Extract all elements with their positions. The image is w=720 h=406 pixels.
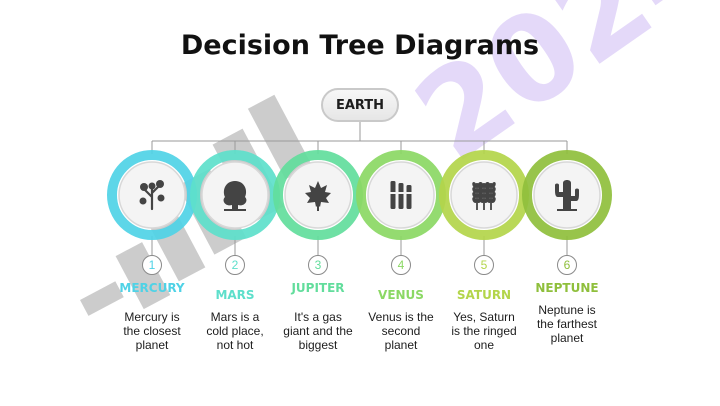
node-label-5: SATURN	[456, 288, 512, 302]
node-description-6: Neptune is the farthest planet	[536, 303, 598, 345]
page-title: Decision Tree Diagrams	[180, 30, 540, 61]
node-number-1: 1	[142, 255, 162, 275]
node-description-3: It's a gas giant and the biggest	[283, 310, 353, 352]
node-label-1: MERCURY	[119, 281, 185, 295]
node-label-6: NEPTUNE	[535, 281, 599, 295]
node-ring-4[interactable]	[356, 150, 446, 240]
tree-icon	[223, 181, 247, 211]
bamboo-icon	[389, 181, 413, 209]
node-ring-5[interactable]	[439, 150, 529, 240]
node-ring-3[interactable]	[273, 150, 363, 240]
node-description-5: Yes, Saturn is the ringed one	[451, 310, 517, 352]
wheat-icon	[472, 181, 496, 210]
node-number-6: 6	[557, 255, 577, 275]
node-ring-1[interactable]	[107, 150, 197, 240]
node-number-2: 2	[225, 255, 245, 275]
root-node[interactable]: EARTH	[321, 88, 399, 122]
node-description-1: Mercury is the closest planet	[123, 310, 181, 352]
node-ring-6[interactable]	[522, 150, 612, 240]
node-number-5: 5	[474, 255, 494, 275]
cactus-icon	[555, 180, 579, 211]
maple-leaf-icon	[305, 181, 331, 211]
node-label-2: MARS	[215, 288, 255, 302]
node-description-4: Venus is the second planet	[368, 310, 434, 352]
node-number-4: 4	[391, 255, 411, 275]
root-node-label: EARTH	[335, 97, 385, 113]
node-ring-2[interactable]	[190, 150, 280, 240]
node-number-3: 3	[308, 255, 328, 275]
ring-outer	[522, 150, 612, 240]
node-label-4: VENUS	[378, 288, 424, 302]
node-description-2: Mars is a cold place, not hot	[206, 310, 264, 352]
branch-icon	[139, 180, 165, 211]
node-label-3: JUPITER	[291, 281, 345, 295]
